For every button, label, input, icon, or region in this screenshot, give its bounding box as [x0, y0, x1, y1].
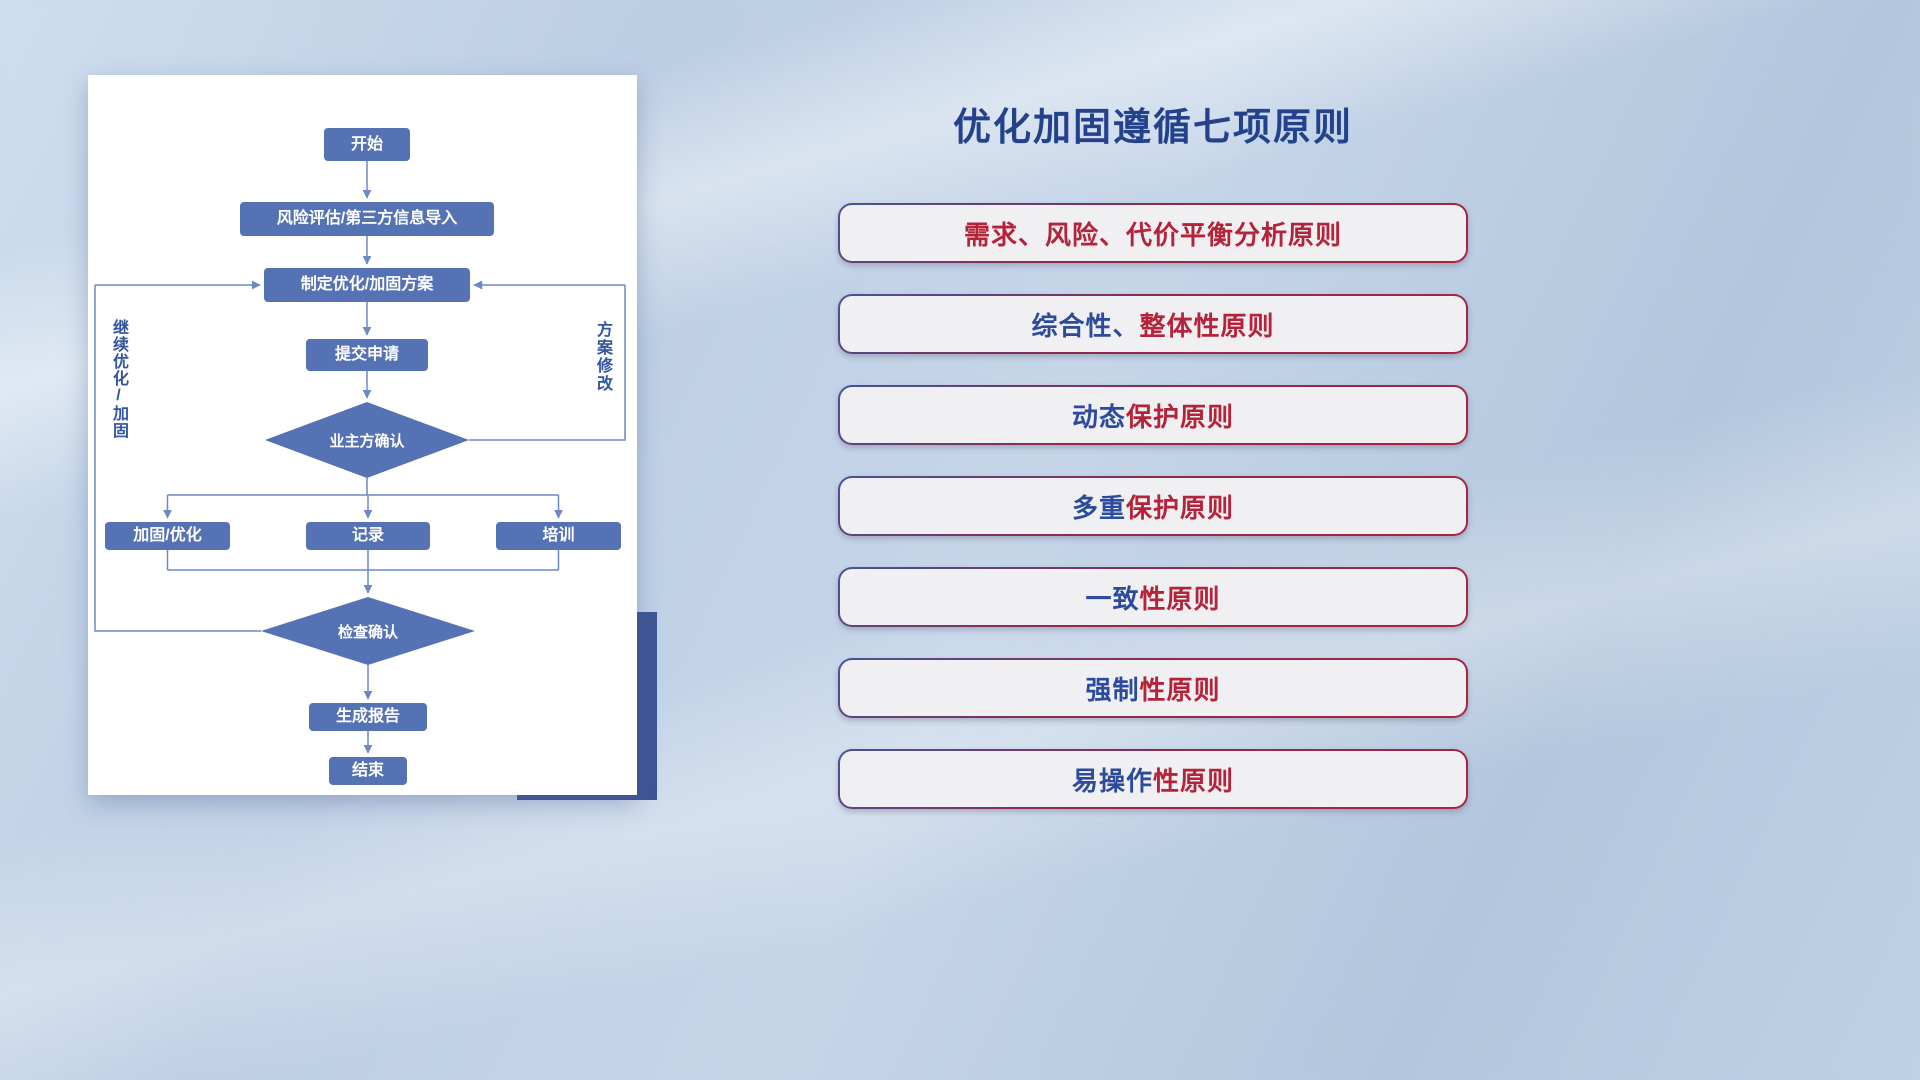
principle-card-1-body: 需求、风险、代价平衡分析原则: [840, 205, 1466, 261]
principle-5-text-blue: 一致: [1085, 583, 1140, 614]
principle-card-5-body: 一致性原则: [840, 569, 1466, 625]
principle-2-text-blue: 综合性、: [1031, 310, 1140, 341]
principle-4-text-blue: 多重: [1071, 492, 1126, 523]
flow-node-start: 开始: [324, 128, 410, 161]
principle-3-text-blue: 动态: [1071, 401, 1126, 432]
principle-card-7: 易操作性原则: [838, 749, 1468, 809]
flow-connectors: [94, 161, 626, 754]
principle-3-text-red: 保护原则: [1126, 401, 1235, 432]
flow-node-record: 记录: [306, 522, 430, 550]
flow-node-end: 结束: [329, 757, 407, 785]
principles-panel: 优化加固遵循七项原则 需求、风险、代价平衡分析原则 综合性、整体性原则 动态保护…: [838, 96, 1468, 809]
principle-card-2: 综合性、整体性原则: [838, 294, 1468, 354]
principle-6-text-blue: 强制: [1085, 674, 1140, 705]
principle-card-3-body: 动态保护原则: [840, 387, 1466, 443]
panel-title: 优化加固遵循七项原则: [952, 107, 1353, 149]
principle-6-text-red: 性原则: [1139, 674, 1221, 705]
principle-card-2-body: 综合性、整体性原则: [840, 296, 1466, 352]
principle-1-text-red: 需求、风险、代价平衡分析原则: [963, 219, 1342, 250]
principle-5-text-red: 性原则: [1139, 583, 1221, 614]
flowchart-card: 开始 风险评估/第三方信息导入 制定优化/加固方案 提交申请 业主方确认 加固/…: [88, 75, 637, 795]
principle-7-text-red: 性原则: [1153, 765, 1235, 796]
principle-7-text-blue: 易操作: [1071, 765, 1153, 796]
flow-node-submit-request: 提交申请: [306, 339, 428, 371]
principle-card-3: 动态保护原则: [838, 385, 1468, 445]
principles-list: 需求、风险、代价平衡分析原则 综合性、整体性原则 动态保护原则 多重保护原则 一…: [838, 203, 1468, 809]
principle-card-7-body: 易操作性原则: [840, 751, 1466, 807]
principle-card-6-body: 强制性原则: [840, 660, 1466, 716]
loop-label-plan-modify: 方案修改: [594, 321, 611, 393]
flow-node-training: 培训: [496, 522, 621, 550]
flow-node-risk-assessment: 风险评估/第三方信息导入: [240, 202, 494, 236]
principle-card-5: 一致性原则: [838, 567, 1468, 627]
principle-card-4-body: 多重保护原则: [840, 478, 1466, 534]
flow-node-make-plan: 制定优化/加固方案: [264, 268, 470, 302]
principle-card-4: 多重保护原则: [838, 476, 1468, 536]
flow-node-generate-report: 生成报告: [309, 703, 427, 731]
principle-card-6: 强制性原则: [838, 658, 1468, 718]
principle-card-1: 需求、风险、代价平衡分析原则: [838, 203, 1468, 263]
flow-node-harden-optimize: 加固/优化: [105, 522, 230, 550]
loop-label-continue-optimize: 继续优化/加固: [110, 319, 127, 439]
principle-2-text-red: 整体性原则: [1139, 310, 1275, 341]
principle-4-text-red: 保护原则: [1126, 492, 1235, 523]
